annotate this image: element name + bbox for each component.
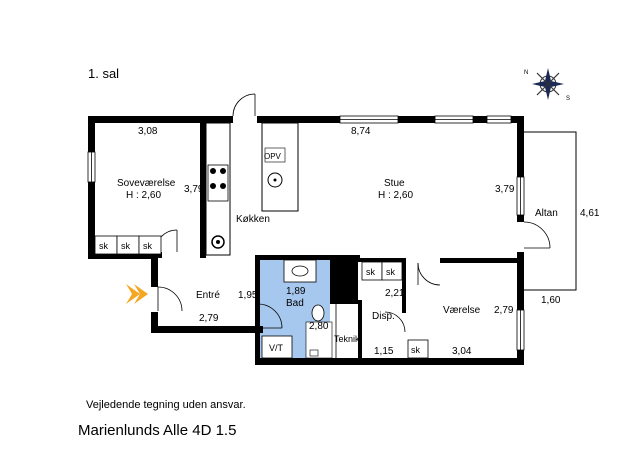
room-name-bedroom: Soveværelse — [117, 178, 176, 189]
compass-south: S — [566, 96, 570, 102]
room-name-room: Værelse — [443, 305, 481, 316]
toilet-icon — [311, 304, 325, 322]
kitchen-island: OPV — [261, 122, 299, 212]
dim-storage-width: 1,15 — [374, 346, 394, 357]
closet-label: sk — [411, 345, 421, 355]
kitchen-counter — [205, 122, 231, 256]
dim-storage-depth: 2,21 — [385, 288, 405, 299]
balcony-door-swing — [523, 221, 551, 249]
compass-icon: N S — [524, 68, 570, 102]
closet-label: sk — [143, 241, 153, 251]
room-name-storage: Disp. — [372, 311, 395, 322]
storage-door-swing — [384, 311, 406, 333]
washbasin-icon — [283, 259, 317, 283]
closet-label: sk — [99, 241, 109, 251]
closets-bedroom: sk sk sk — [94, 235, 162, 255]
room-height-living: H : 2,60 — [378, 190, 413, 201]
room-height-bedroom: H : 2,60 — [126, 190, 161, 201]
closet-label: sk — [366, 267, 376, 277]
room-name-living: Stue — [384, 178, 405, 189]
bathroom-fixtures — [261, 259, 337, 359]
dim-bath-width: 1,89 — [286, 286, 306, 297]
address-text: Marienlunds Alle 4D 1.5 — [78, 422, 237, 439]
entrance-opening — [151, 287, 158, 312]
closet-label: sk — [121, 241, 131, 251]
opv-label: OPV — [264, 152, 282, 161]
room-name-entrance: Entré — [196, 290, 220, 301]
dim-living-width: 8,74 — [351, 126, 371, 137]
room-name-laundry: V/T — [269, 343, 284, 353]
dim-balcony-width: 1,60 — [541, 295, 561, 306]
washer-icon — [261, 335, 293, 359]
dim-bedroom-depth: 3,79 — [184, 184, 204, 195]
stove-burner-icon — [210, 168, 216, 174]
dim-entrance-depth: 1,95 — [238, 290, 258, 301]
dim-bath-depth: 2,80 — [309, 321, 329, 332]
disclaimer-text: Vejledende tegning uden ansvar. — [86, 399, 246, 411]
room-door-swing — [417, 262, 441, 286]
room-name-kitchen: Køkken — [236, 214, 270, 225]
room-name-technical: Teknik — [334, 334, 360, 344]
dim-entrance-width: 2,79 — [199, 313, 219, 324]
dim-room-depth: 2,79 — [494, 305, 514, 316]
closet-label: sk — [386, 267, 396, 277]
bathroom-door-swing — [257, 303, 283, 329]
dim-living-depth: 3,79 — [495, 184, 515, 195]
dim-room-width: 3,04 — [452, 346, 472, 357]
sink-icon — [267, 172, 283, 188]
floor-label: 1. sal — [88, 66, 119, 81]
room-name-bath: Bad — [286, 298, 304, 309]
compass-north: N — [524, 70, 528, 76]
entrance-arrow-icon — [126, 284, 140, 304]
dim-balcony-depth: 4,61 — [580, 208, 600, 219]
entrance-door-swing — [157, 286, 183, 312]
windows — [87, 115, 525, 351]
interior-walls — [95, 123, 517, 365]
top-door-swing — [232, 93, 256, 117]
room-name-balcony: Altan — [535, 208, 558, 219]
shaft — [330, 258, 358, 304]
closets-storage: sk sk — [361, 261, 403, 281]
dim-bedroom-width: 3,08 — [138, 126, 158, 137]
closet-room: sk — [407, 339, 429, 359]
